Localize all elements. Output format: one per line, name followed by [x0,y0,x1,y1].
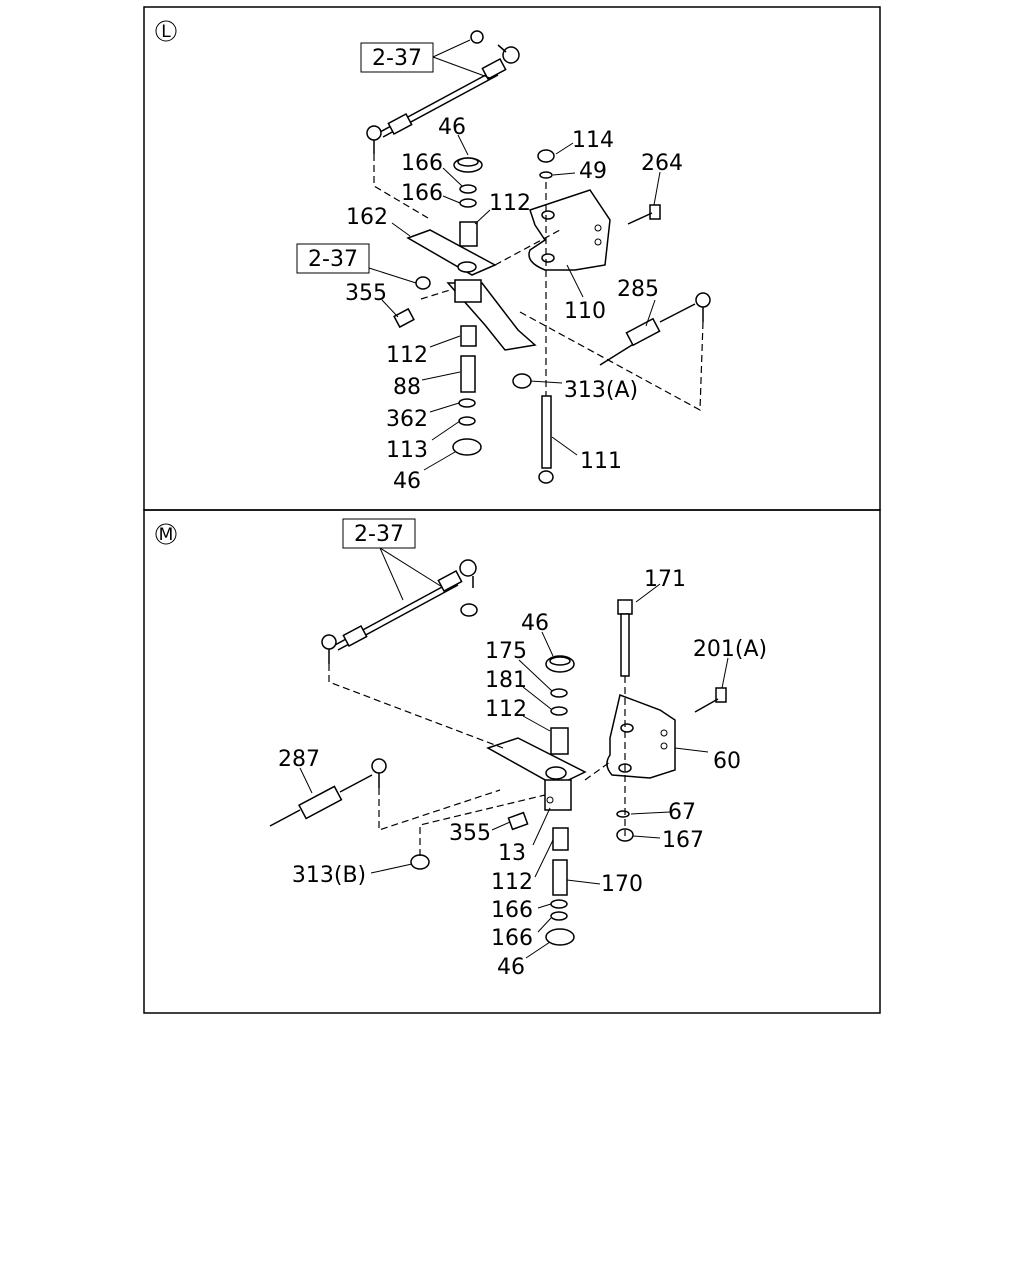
bolt-icon [694,687,727,713]
callout-166: 166 [401,151,443,176]
cable-l [599,292,711,366]
bushing-stack-l [452,157,483,456]
fitting-icon [393,307,415,329]
callout-355: 355 [449,821,491,846]
panel-l: L 2-37 2-37 [143,6,881,511]
callout-264: 264 [641,151,683,176]
cable-m [269,758,387,827]
panel-l-frame [143,6,881,511]
callout-171: 171 [644,567,686,592]
ref-box-m-1[interactable]: 2-37 [342,518,416,549]
dashed-guides-l [373,154,704,411]
linkage-rod-l [366,30,520,154]
dashed-guides-m [328,664,626,856]
ref-label: 2-37 [372,46,422,71]
callout-88: 88 [393,375,421,400]
callout-13: 13 [498,841,526,866]
nut-icon [537,149,555,163]
callout-112: 112 [386,343,428,368]
callout-46: 46 [521,611,549,636]
callout-166: 166 [491,926,533,951]
ref-box-l-1[interactable]: 2-37 [360,42,434,73]
callout-313b: 313(B) [292,863,366,888]
callout-60: 60 [713,749,741,774]
callout-175: 175 [485,639,527,664]
leaders-l [368,134,661,471]
panel-marker-circle [155,20,177,42]
callout-114: 114 [572,128,614,153]
panel-marker: M [159,525,174,545]
washer-icon [616,810,630,818]
callout-362: 362 [386,407,428,432]
bushing-stack-m [545,655,575,946]
long-bolt-l [538,395,554,484]
callout-170: 170 [601,872,643,897]
fitting-icon [507,811,529,831]
callout-112: 112 [485,697,527,722]
callout-46: 46 [438,115,466,140]
callout-46: 46 [497,955,525,980]
bracket-m [606,693,676,779]
leaders-m [299,583,729,959]
callout-112: 112 [489,191,531,216]
linkage-rod-m [321,559,478,664]
callout-166: 166 [491,898,533,923]
callout-49: 49 [579,159,607,184]
bracket-l [528,189,611,271]
long-bolt-m [617,599,633,677]
panel-m: M 2-37 [143,509,881,1014]
callout-67: 67 [668,800,696,825]
ref-box-l-2[interactable]: 2-37 [296,243,370,274]
washer-icon [539,171,553,179]
callout-355: 355 [345,281,387,306]
ref-label: 2-37 [308,247,358,272]
callout-287: 287 [278,747,320,772]
callout-181: 181 [485,668,527,693]
nut-icon [512,373,532,389]
nut-icon [415,276,431,290]
callout-167: 167 [662,828,704,853]
callout-201a: 201(A) [693,637,767,662]
nut-icon [410,854,430,870]
lever-plate-m [486,737,587,811]
callout-112: 112 [491,870,533,895]
panel-m-frame [143,509,881,1014]
panel-marker-circle [155,523,177,545]
callout-313a: 313(A) [564,378,638,403]
callout-110: 110 [564,299,606,324]
callout-46: 46 [393,469,421,494]
bolt-icon [627,204,661,225]
callout-113: 113 [386,438,428,463]
panel-marker: L [161,22,171,42]
callout-166: 166 [401,181,443,206]
callout-162: 162 [346,205,388,230]
callout-285: 285 [617,277,659,302]
lever-plate-l [406,229,537,351]
callout-111: 111 [580,449,622,474]
ref-label: 2-37 [354,522,404,547]
